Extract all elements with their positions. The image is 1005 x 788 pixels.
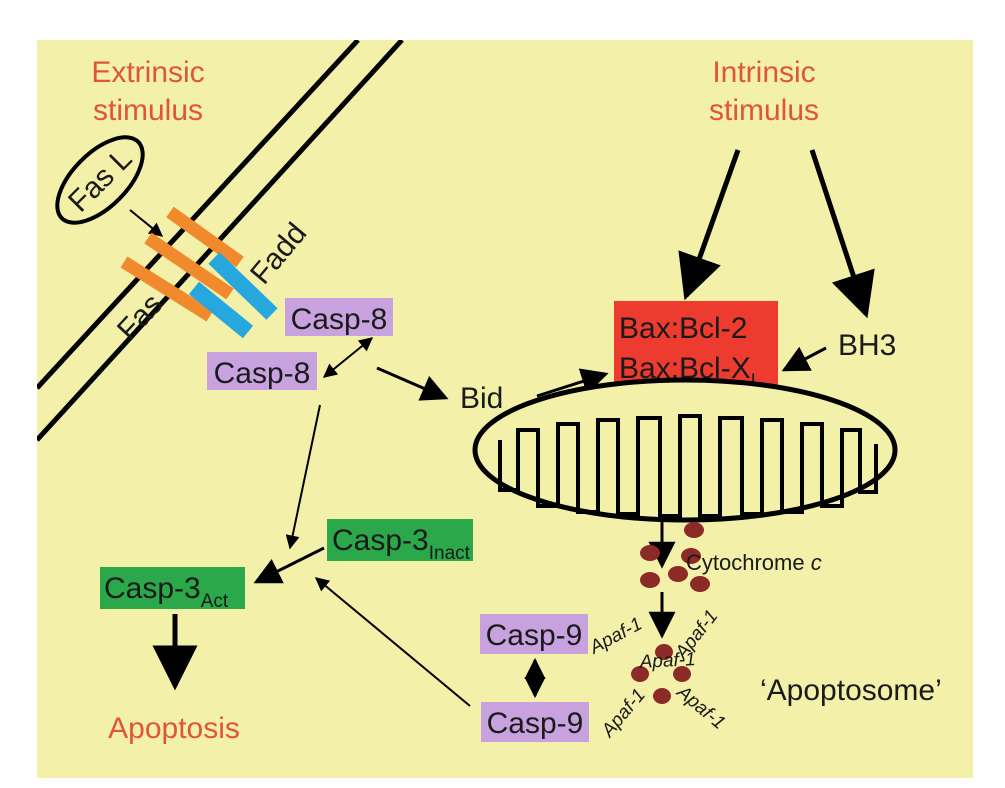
cytochrome-text: Cytochrome — [686, 550, 805, 575]
casp8-upper-label: Casp-8 — [291, 303, 388, 336]
casp9-lower-box — [481, 702, 589, 742]
intrinsic-stimulus-line1: Intrinsic — [712, 56, 815, 89]
arrow-intrinsic-to-bax — [678, 149, 741, 301]
arrow-bid-to-bax — [536, 368, 609, 398]
arrow-fasl-to-fas — [129, 209, 164, 237]
casp3-inactive-box — [327, 519, 473, 561]
arrow-casp9-to-casp3 — [314, 577, 471, 707]
casp3-inactive-text: Casp-3 — [332, 524, 429, 557]
casp3-active-box — [100, 567, 245, 609]
fadd-adaptor — [188, 252, 278, 339]
casp3-active-subscript: Act — [201, 591, 229, 612]
arrow-casp8-equilibrium — [322, 337, 374, 378]
arrow-intrinsic-to-bh3 — [809, 149, 875, 319]
cytochrome-c-italic: c — [811, 550, 822, 575]
casp8-lower-box — [207, 352, 317, 390]
arrow-casp3inact-to-casp3act — [253, 546, 325, 584]
arrow-casp8-to-bid — [376, 366, 449, 401]
bh3-label: BH3 — [838, 329, 896, 362]
arrow-bh3-to-bax — [781, 346, 827, 372]
apaf1-label-3: Apaf-1 — [638, 649, 696, 673]
apoptosome-label: ‘Apoptosome’ — [760, 674, 942, 707]
casp9-upper-box — [480, 614, 588, 654]
intrinsic-stimulus-line2: stimulus — [709, 94, 819, 127]
casp3-inactive-subscript: Inact — [429, 543, 471, 564]
arrow-casp8-to-casp3 — [285, 404, 321, 550]
casp3-active-text: Casp-3 — [104, 572, 201, 605]
mitochondrion — [472, 377, 898, 523]
fas-receptor — [120, 206, 244, 322]
cytochrome-c-molecules — [640, 522, 710, 592]
extrinsic-stimulus-line2: stimulus — [93, 94, 203, 127]
bax-bcl2-label: Bax:Bcl-2 — [619, 312, 747, 345]
casp9-upper-label: Casp-9 — [486, 619, 583, 652]
casp3-inactive-label: Casp-3Inact — [332, 524, 471, 564]
apoptosis-label: Apoptosis — [108, 712, 240, 745]
casp3-active-label: Casp-3Act — [104, 572, 229, 612]
casp8-upper-box — [285, 298, 393, 336]
cytochrome-c-label: Cytochrome c — [686, 550, 822, 575]
casp9-lower-label: Casp-9 — [487, 707, 584, 740]
extrinsic-stimulus-line1: Extrinsic — [91, 56, 204, 89]
apoptosome-complex — [631, 644, 691, 704]
casp8-lower-label: Casp-8 — [214, 357, 311, 390]
bid-label: Bid — [460, 382, 503, 415]
